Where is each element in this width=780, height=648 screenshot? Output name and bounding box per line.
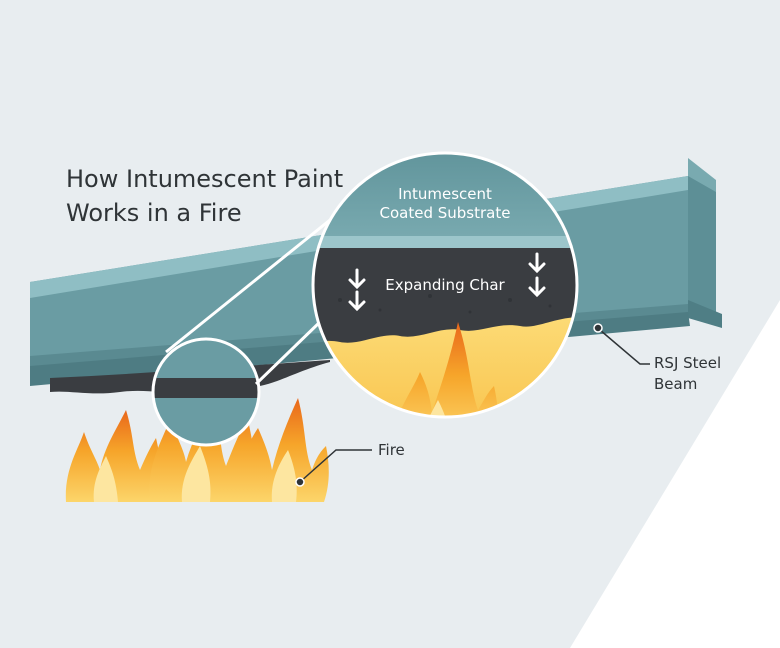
fire-pointer-dot <box>295 477 305 487</box>
lens-fire-icon <box>392 322 499 417</box>
fire-icon <box>65 398 329 502</box>
lens-connector-lower <box>254 318 324 386</box>
small-magnifier-circle <box>151 337 261 447</box>
beam-label-2: Beam <box>654 375 697 393</box>
leader-lines <box>299 329 650 483</box>
substrate-label-1: Intumescent <box>398 185 492 203</box>
down-arrow-icon <box>348 252 546 312</box>
beam-pointer-dot <box>593 323 603 333</box>
substrate-label-2: Coated Substrate <box>380 204 511 222</box>
fire-label: Fire <box>378 441 405 459</box>
beam-label-1: RSJ Steel <box>654 354 721 372</box>
char-label: Expanding Char <box>385 276 505 294</box>
title-line-2: Works in a Fire <box>66 199 242 227</box>
title-line-1: How Intumescent Paint <box>66 165 343 193</box>
lens-connector-upper <box>165 218 331 354</box>
